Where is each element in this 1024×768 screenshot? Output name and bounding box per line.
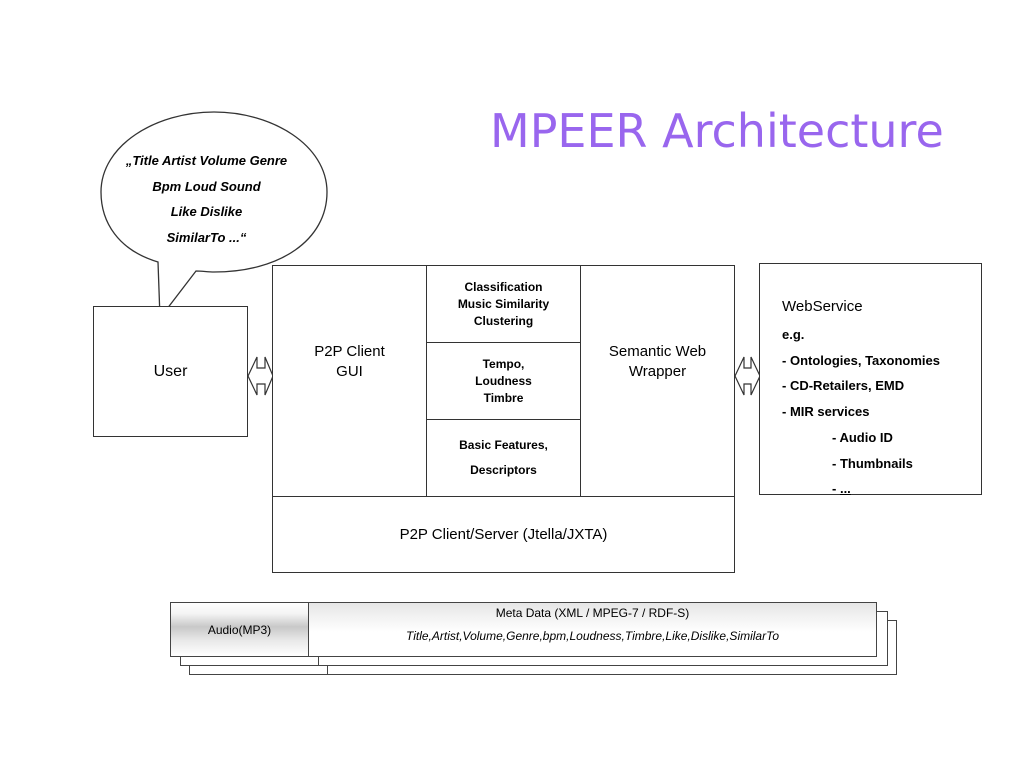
tempo-cell: Tempo, Loudness Timbre: [427, 343, 580, 420]
classification-line: Classification: [464, 279, 543, 294]
classification-line: Clustering: [473, 313, 534, 328]
basic-line: Basic Features,: [459, 438, 548, 452]
client-server-label: P2P Client/Server (Jtella/JXTA): [399, 526, 608, 543]
webservice-title: WebService: [782, 298, 863, 315]
metadata-fields: Title,Artist,Volume,Genre,bpm,Loudness,T…: [405, 629, 780, 643]
speech-bubble-outline: [100, 111, 328, 320]
audio-cell: Audio(MP3): [171, 603, 309, 656]
tempo-line: Tempo,: [482, 356, 525, 371]
semantic-web-wrapper-cell: Semantic Web Wrapper: [581, 266, 734, 496]
webservice-box: WebService e.g. - Ontologies, Taxonomies…: [759, 263, 982, 496]
webservice-eg: e.g.: [782, 327, 805, 342]
bubble-line: „Title Artist Volume Genre: [125, 153, 288, 168]
webservice-item: - MIR services: [782, 404, 870, 420]
metadata-title: Meta Data (XML / MPEG-7 / RDF-S): [495, 606, 690, 620]
webservice-subitem: - Thumbnails: [832, 455, 913, 471]
user-box: User: [93, 306, 248, 437]
p2p-client-gui-cell: P2P Client GUI: [273, 266, 427, 496]
audio-label: Audio(MP3): [207, 622, 272, 637]
wrapper-label-line: Semantic Web: [608, 343, 707, 360]
analysis-column: Classification Music Similarity Clusteri…: [427, 266, 581, 496]
bubble-line: Bpm Loud Sound: [152, 178, 261, 194]
metadata-cell: Meta Data (XML / MPEG-7 / RDF-S) Title,A…: [309, 603, 876, 656]
webservice-item: - Ontologies, Taxonomies: [782, 352, 940, 368]
wrapper-label-line: Wrapper: [628, 363, 687, 380]
double-arrow-right: [734, 356, 761, 396]
storage-layer-front: Audio(MP3) Meta Data (XML / MPEG-7 / RDF…: [170, 602, 877, 657]
p2p-client-server-cell: P2P Client/Server (Jtella/JXTA): [273, 496, 734, 572]
gui-label-line: GUI: [336, 363, 363, 380]
webservice-subitem: - Audio ID: [832, 429, 893, 445]
page-title: MPEER Architecture: [490, 104, 944, 158]
tempo-line: Loudness: [475, 373, 532, 388]
webservice-item: - CD-Retailers, EMD: [782, 378, 905, 394]
webservice-subitem: - ...: [832, 481, 851, 497]
gui-label-line: P2P Client: [314, 343, 385, 360]
architecture-box: P2P Client GUI Classification Music Simi…: [272, 265, 735, 573]
tempo-line: Timbre: [483, 390, 524, 405]
basic-features-cell: Basic Features, Descriptors: [427, 420, 580, 496]
user-label: User: [153, 362, 188, 380]
basic-line: Descriptors: [470, 463, 537, 477]
bubble-line: Like Dislike: [170, 204, 243, 219]
double-arrow-left: [247, 356, 274, 396]
bubble-line: SimilarTo ...“: [166, 229, 247, 245]
speech-bubble-text: „Title Artist Volume Genre Bpm Loud Soun…: [104, 148, 309, 250]
classification-cell: Classification Music Similarity Clusteri…: [427, 266, 580, 343]
classification-line: Music Similarity: [457, 296, 550, 311]
